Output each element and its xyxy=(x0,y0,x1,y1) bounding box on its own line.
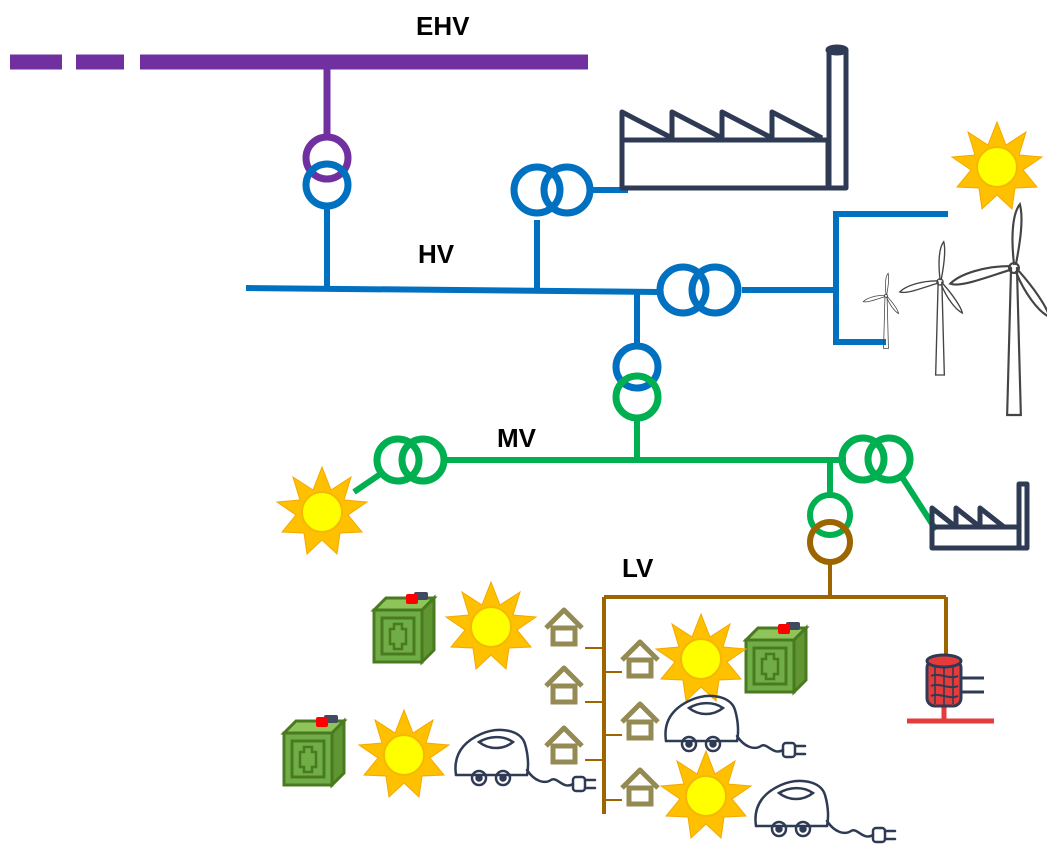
electric-car-icon xyxy=(664,694,807,759)
electric-car-icon xyxy=(754,779,897,844)
lv-feeder xyxy=(585,562,948,814)
hv-factory-transformer-icon xyxy=(510,163,594,217)
factory-icon xyxy=(619,44,849,191)
lv-label: LV xyxy=(622,553,654,583)
sun-icon xyxy=(660,750,752,839)
hv-busbar xyxy=(245,187,948,346)
hv-mv-transformer-icon xyxy=(612,342,662,422)
wind-turbine-icon xyxy=(862,203,1047,417)
battery-icon xyxy=(372,590,436,664)
hv-wind-transformer-icon xyxy=(656,263,742,317)
sun-icon xyxy=(655,613,747,702)
factory-icon xyxy=(929,481,1030,551)
ehv-label: EHV xyxy=(416,11,470,41)
sun-icon xyxy=(276,466,368,555)
ehv-hv-transformer-icon xyxy=(302,133,352,210)
ehv-busbar xyxy=(10,54,588,138)
battery-icon xyxy=(282,713,346,787)
mv-pv-transformer-icon xyxy=(373,435,448,485)
sun-icon xyxy=(951,121,1043,210)
sun-icon xyxy=(358,709,450,798)
mv-factory-transformer-icon xyxy=(838,434,914,484)
heat-pump-icon xyxy=(907,653,994,724)
mv-label: MV xyxy=(497,423,537,453)
sun-icon xyxy=(445,581,537,670)
battery-icon xyxy=(744,620,808,694)
hv-label: HV xyxy=(418,239,455,269)
mv-lv-transformer-icon xyxy=(807,492,853,565)
